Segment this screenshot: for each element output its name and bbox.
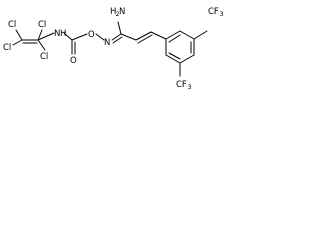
bond-n-carbonyl-c (63, 32, 73, 41)
ring-bond-4 (179, 54, 195, 64)
structure-diagram: Cl Cl Cl Cl N H O O N H 2 N CF 3 CF 3 (0, 0, 250, 110)
atom-nh-n: N (54, 29, 60, 39)
ring-inner-1 (168, 34, 181, 43)
bond-n-c-double-b (112, 36, 123, 44)
atom-cf3-bottom: CF (176, 80, 187, 90)
atom-amine-h-subscript: 2 (116, 10, 120, 18)
atom-amine-h: H (110, 7, 116, 17)
bond-c2-cl-top-right (37, 29, 43, 41)
atom-cf3-top-subscript: 3 (220, 10, 224, 18)
bond-c1-cl-top-left (15, 29, 23, 41)
ring-bond-5 (165, 54, 181, 64)
atom-cl-top-right: Cl (38, 20, 46, 30)
molecule-drawing: Cl Cl Cl Cl N H O O N H 2 N CF 3 CF 3 (3, 7, 224, 91)
atom-ester-o: O (88, 30, 95, 40)
atom-cf3-top: CF (208, 7, 219, 17)
bond-c2-cl-bottom (37, 39, 46, 51)
bond-o-oxime-n (95, 33, 105, 41)
bond-n-c-double-a (111, 33, 122, 41)
atom-amine-n: N (119, 7, 125, 17)
bond-vinyl-double-b (137, 34, 153, 44)
bond-c-nh2 (117, 21, 122, 35)
ring-bond-1 (165, 30, 181, 40)
bond-c2-n (37, 32, 55, 41)
bonds (12, 21, 208, 77)
bond-c-vinyl (120, 33, 137, 41)
atom-nh-h: H (60, 29, 66, 39)
bond-ring-cf3-top (193, 30, 208, 40)
ring-bond-2 (179, 30, 195, 40)
atom-cl-bottom: Cl (40, 52, 48, 62)
ring-inner-3 (168, 52, 181, 60)
bond-c1-cl-left (12, 39, 23, 46)
atom-cf3-bottom-subscript: 3 (188, 83, 192, 91)
bond-vinyl-double-a (135, 31, 152, 41)
bond-vinyl-ring (150, 31, 167, 40)
atom-labels: Cl Cl Cl Cl N H O O N H 2 N CF 3 CF 3 (3, 7, 224, 91)
atom-oxime-n: N (104, 38, 110, 48)
atom-cl-left: Cl (3, 43, 11, 53)
atom-carbonyl-o: O (70, 56, 77, 66)
atom-cl-top-left: Cl (8, 20, 16, 30)
bond-c-ester-o (71, 33, 88, 41)
